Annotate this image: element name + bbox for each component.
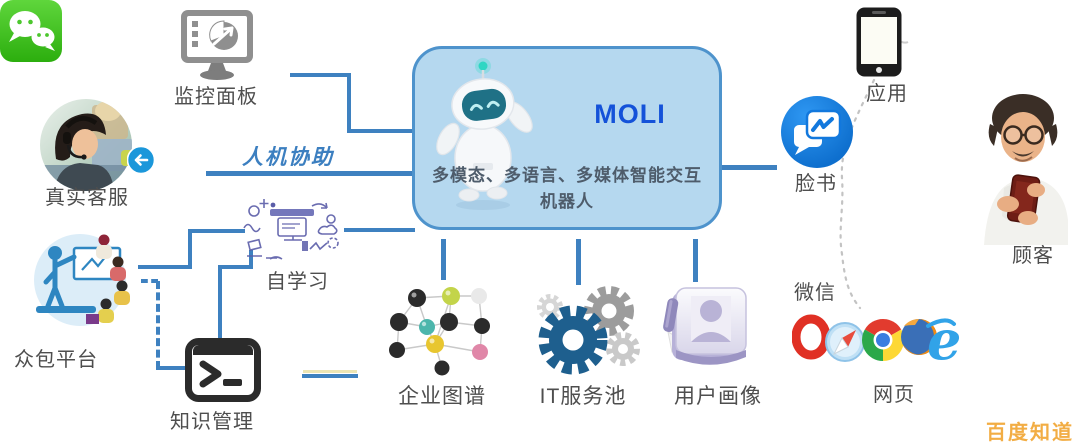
messenger-icon [781,96,853,168]
crowd-person-3 [114,280,130,305]
graph-label: 企业图谱 [398,385,486,408]
messenger-bubbles [794,109,842,155]
persona-book-icon [663,287,747,365]
connector-selflearn-v1 [249,250,253,269]
moli-robot-mascot [436,58,533,210]
connector-dash-v [156,281,160,369]
connector-box-persona [693,239,698,282]
connector-monitor-v [347,73,351,133]
web-label: 网页 [873,384,915,406]
firefox-icon [901,318,938,355]
persona-label: 用户画像 [674,385,762,408]
moli-box: MOLI 多模态、多语言、多媒体智能交互 机器人 [412,46,722,230]
connector-monitor-h1 [290,73,351,77]
handoff-arrow-icon [127,146,155,174]
terminal-icon [185,338,261,402]
itpool-label: IT服务池 [539,385,627,408]
agent-photo [40,99,132,191]
wechat-icon [0,0,62,62]
knowledge-label: 知识管理 [170,411,254,433]
moli-title: MOLI [594,99,666,129]
browsers-icon: e [792,308,960,372]
connector-assist [206,171,415,176]
assist-label: 人机协助 [242,146,334,169]
connector-knowledge-in [156,366,187,370]
gears-icon [537,286,640,375]
connector-box-itpool [576,239,581,285]
crowd-label: 众包平台 [14,349,98,371]
connector-monitor-h2 [347,129,415,133]
customer-photo [984,94,1068,245]
connector-knowledge-out [302,374,358,378]
connector-crowd-h2 [188,229,245,233]
phone-icon [856,7,902,77]
agent-label: 真实客服 [45,187,129,209]
moli-desc-line1: 多模态、多语言、多媒体智能交互 [432,166,702,185]
connector-box-facebook [722,165,777,170]
connector-crowd-v [188,229,192,269]
chrome-icon [861,318,905,361]
facebook-label: 脸书 [795,173,837,195]
connector-selflearn-box [344,228,415,232]
svg-text:e: e [927,308,960,372]
connector-selflearn-h [218,265,253,269]
selflearn-label: 自学习 [266,271,329,293]
moli-description: 多模态、多语言、多媒体智能交互 机器人 [423,163,711,214]
customer-label: 顾客 [1012,245,1054,267]
opera-icon [792,314,831,360]
connector-box-graph [441,239,446,280]
monitor-dashboard-icon [181,10,253,80]
enterprise-graph-icon [389,287,490,376]
crowd-platform-illustration [34,234,130,326]
moli-desc-line2: 机器人 [540,191,594,211]
crowd-person-4 [86,298,114,324]
wechat-label: 微信 [794,282,836,304]
connector-knowledge-highlight [303,370,357,373]
crowd-person-2 [110,256,126,281]
connector-crowd-h1 [138,265,192,269]
selflearn-doodle [243,199,339,260]
monitor-label: 监控面板 [174,86,258,108]
app-label: 应用 [866,83,908,105]
connector-selflearn-v2 [218,265,222,340]
wechat-bubbles [9,11,55,51]
watermark: 百度知道 [986,422,1074,444]
connector-dash-h [141,279,158,283]
ie-icon: e [926,308,960,372]
crowd-person-1 [96,234,112,259]
safari-icon [825,322,865,362]
